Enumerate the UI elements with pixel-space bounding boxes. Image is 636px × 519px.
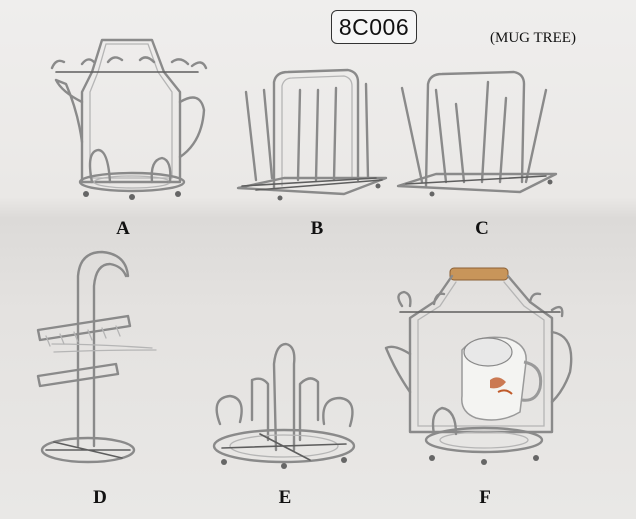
- label-a: A: [116, 218, 130, 239]
- model-code-box: 8C006: [331, 10, 417, 44]
- label-e: E: [278, 487, 292, 508]
- rack-e-image: [212, 342, 356, 469]
- wooden-handle: [449, 267, 509, 281]
- mug-image: [461, 336, 543, 421]
- rack-c-image: [396, 70, 558, 197]
- label-d: D: [93, 487, 107, 508]
- label-c: C: [475, 218, 489, 239]
- label-b: B: [310, 218, 324, 239]
- product-caption: (MUG TREE): [490, 30, 576, 46]
- label-f: F: [479, 487, 491, 508]
- rack-d-image: [36, 250, 157, 464]
- rack-b-image: [236, 68, 388, 201]
- rack-f-image: [384, 267, 573, 465]
- rack-a-image: [50, 38, 208, 200]
